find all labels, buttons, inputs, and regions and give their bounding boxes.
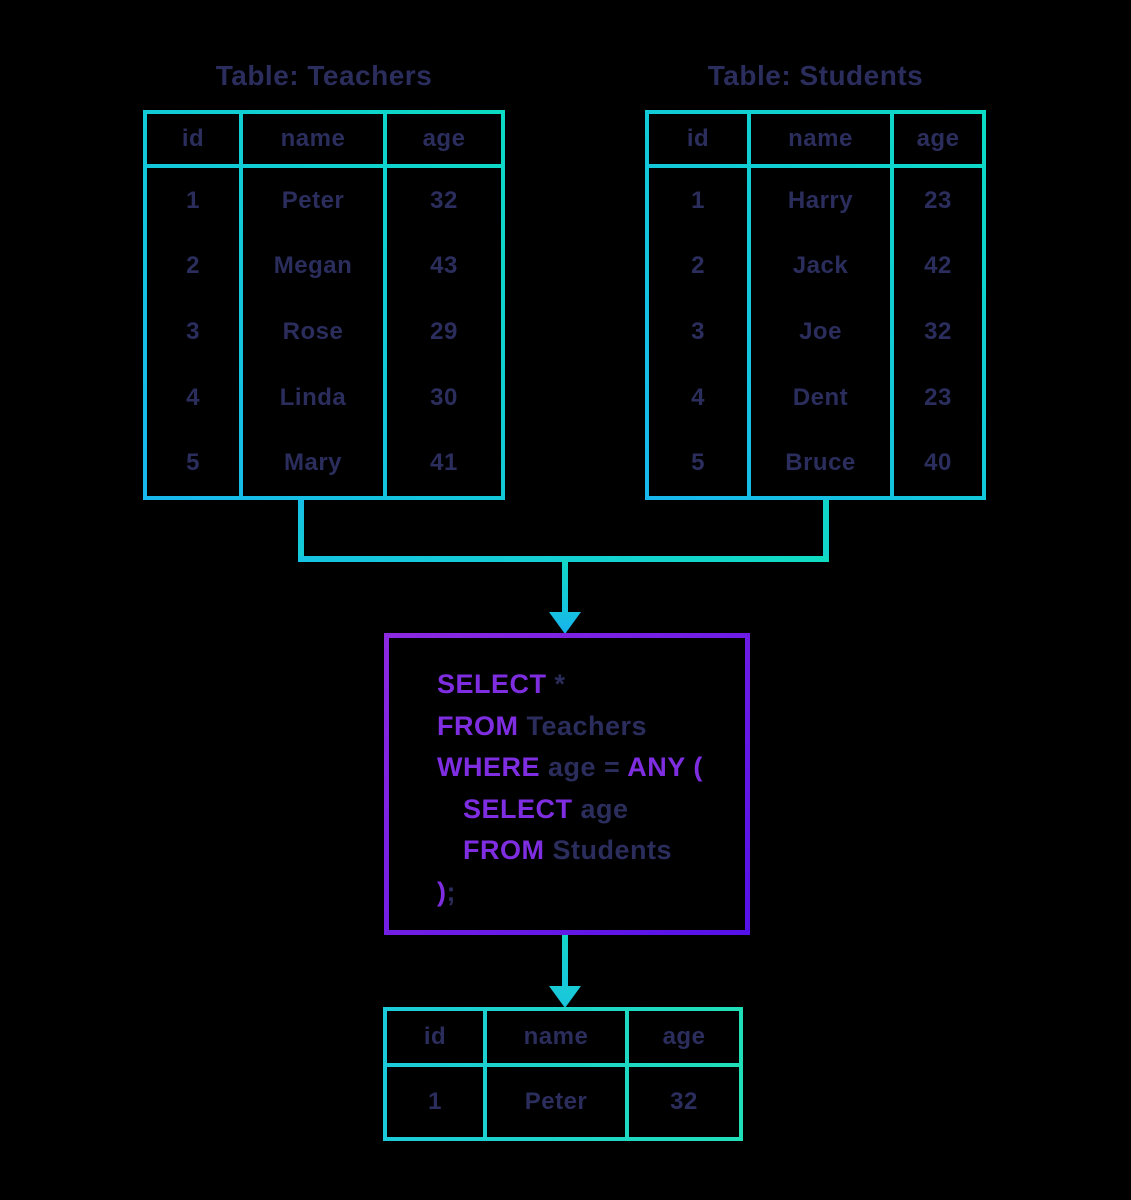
- sql-code-line: );: [437, 872, 745, 914]
- sql-text: age: [572, 793, 629, 824]
- cell-value: 1: [387, 1067, 483, 1137]
- cell-value: 3: [691, 317, 705, 345]
- sql-code-line: WHERE age = ANY (: [437, 747, 745, 789]
- cell-value: 1: [186, 186, 200, 214]
- cell-value: 2: [691, 252, 705, 280]
- column-header-id: id: [147, 114, 239, 164]
- cell-value: 32: [629, 1067, 739, 1137]
- column-values-id: 1 2 3 4 5: [147, 168, 239, 496]
- column-header-age: age: [629, 1011, 739, 1063]
- cell-value: 23: [924, 186, 952, 214]
- sql-keyword: WHERE: [437, 752, 540, 782]
- cell-value: Linda: [279, 383, 347, 411]
- teachers-table-title: Table: Teachers: [215, 60, 433, 91]
- sql-text: Students: [544, 835, 672, 865]
- cell-value: 4: [186, 383, 200, 411]
- merge-horizontal-line: [298, 556, 829, 562]
- cell-value: 2: [186, 252, 200, 280]
- cell-value: 1: [691, 186, 705, 214]
- cell-value: Joe: [799, 317, 842, 345]
- teachers-connector-line: [298, 500, 304, 562]
- cell-value: Rose: [282, 317, 344, 345]
- sql-keyword: SELECT: [463, 793, 573, 824]
- column-header-name: name: [751, 114, 890, 164]
- sql-text: age =: [540, 752, 628, 782]
- students-connector-line: [823, 500, 829, 562]
- cell-value: 32: [924, 317, 952, 345]
- query-arrow-stem: [562, 560, 568, 614]
- result-arrow-head-icon: [549, 986, 581, 1008]
- cell-value: 3: [186, 317, 200, 345]
- cell-value: 43: [430, 252, 458, 280]
- sql-code-line: FROM Teachers: [437, 706, 745, 748]
- sql-code-line: SELECT *: [437, 664, 745, 706]
- result-arrow-stem: [562, 935, 568, 988]
- cell-value: 5: [691, 449, 705, 477]
- column-header-age: age: [894, 114, 982, 164]
- cell-value: Peter: [487, 1067, 625, 1137]
- column-header-name: name: [487, 1011, 625, 1063]
- cell-value: 30: [430, 383, 458, 411]
- cell-value: Dent: [792, 383, 849, 411]
- cell-value: 32: [430, 186, 458, 214]
- cell-value: 29: [430, 317, 458, 345]
- column-header-name: name: [243, 114, 383, 164]
- column-values-age: 23 42 32 23 40: [894, 168, 982, 496]
- cell-value: Mary: [283, 449, 343, 477]
- query-arrow-head-icon: [549, 612, 581, 634]
- cell-value: 41: [430, 449, 458, 477]
- cell-value: Jack: [792, 252, 849, 280]
- cell-value: 5: [186, 449, 200, 477]
- sql-text: ;: [446, 876, 456, 907]
- sql-text: Teachers: [518, 710, 648, 741]
- sql-keyword: ANY (: [627, 752, 703, 782]
- column-values-age: 32 43 29 30 41: [387, 168, 501, 496]
- sql-code-line: FROM Students: [437, 830, 745, 872]
- column-header-id: id: [387, 1011, 483, 1063]
- column-values-id: 1 2 3 4 5: [649, 168, 747, 496]
- sql-keyword: FROM: [463, 835, 545, 865]
- sql-keyword: ): [437, 876, 447, 907]
- cell-value: Megan: [273, 252, 353, 280]
- cell-value: Harry: [787, 186, 854, 214]
- cell-value: 40: [924, 449, 952, 477]
- cell-value: Bruce: [785, 449, 856, 477]
- sql-text: *: [546, 669, 566, 699]
- students-table-title: Table: Students: [707, 60, 924, 91]
- column-header-id: id: [649, 114, 747, 164]
- sql-keyword: SELECT: [437, 669, 547, 699]
- sql-keyword: FROM: [437, 710, 519, 741]
- cell-value: 42: [924, 252, 952, 280]
- sql-code-line: SELECT age: [437, 789, 745, 831]
- column-header-age: age: [387, 114, 501, 164]
- cell-value: 23: [924, 383, 952, 411]
- cell-value: Peter: [281, 186, 345, 214]
- cell-value: 4: [691, 383, 705, 411]
